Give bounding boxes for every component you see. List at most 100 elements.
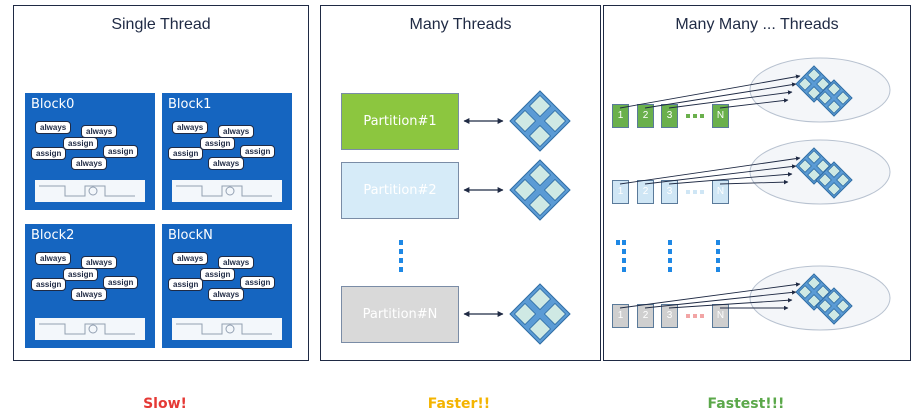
- ellipsis-dot: [716, 240, 720, 245]
- thread-arrow: [619, 282, 801, 309]
- always-pill: always: [81, 256, 118, 269]
- ellipsis-dot: [668, 240, 672, 245]
- thread-box: 3: [661, 304, 678, 328]
- assign-pill: assign: [200, 268, 236, 281]
- many-many-threads-title: Many Many ... Threads: [675, 16, 839, 33]
- thread-box-label: 2: [642, 110, 649, 121]
- thread-arrow: [719, 179, 789, 185]
- ellipsis-dot: [399, 240, 403, 245]
- ellipsis-dot: [622, 258, 626, 263]
- row-ellipsis-dot: [700, 190, 704, 194]
- cloud-diamond-cell: [827, 100, 841, 114]
- cloud-diamond-cell: [807, 294, 821, 308]
- thread-box: 1: [612, 180, 629, 204]
- thread-box: N: [712, 180, 729, 204]
- row-ellipsis-dot: [686, 314, 690, 318]
- partition-diamond: [509, 90, 571, 152]
- partition-diamond-cell: [543, 178, 567, 202]
- cloud-diamond-cell: [807, 168, 821, 182]
- always-pill: always: [172, 252, 209, 265]
- cloud-diamond-cell: [827, 164, 841, 178]
- ellipsis-dot: [668, 258, 672, 263]
- thread-box: 3: [661, 180, 678, 204]
- block-title: Block0: [31, 97, 75, 112]
- thread-arrow: [644, 82, 797, 109]
- ellipsis-dot: [622, 240, 626, 245]
- row-ellipsis-dot: [700, 114, 704, 118]
- ellipsis-dot: [399, 249, 403, 254]
- cloud-diamond-cell: [807, 276, 821, 290]
- always-pill: always: [218, 125, 255, 138]
- ellipsis-dot: [716, 267, 720, 272]
- thread-box-label: 1: [617, 186, 624, 197]
- partition-diamond-cell: [528, 287, 552, 311]
- thread-box-label: N: [716, 110, 725, 121]
- assign-pill: assign: [103, 145, 139, 158]
- block-title: Block2: [31, 228, 75, 243]
- partition-diamond-cell: [543, 302, 567, 326]
- thread-box-label: 3: [666, 110, 673, 121]
- row-ellipsis-dot: [693, 114, 697, 118]
- thread-arrow: [619, 74, 801, 109]
- assign-pill: assign: [31, 278, 67, 291]
- thread-box-label: 1: [617, 310, 624, 321]
- ellipsis-dot: [622, 249, 626, 254]
- row-ellipsis-dot: [693, 190, 697, 194]
- partition-diamond-cell: [513, 109, 537, 133]
- partition-2: Partition#2: [341, 162, 459, 219]
- partition-1-label: Partition#1: [363, 114, 437, 129]
- thread-box-label: 2: [642, 186, 649, 197]
- partition-diamond-cell: [528, 124, 552, 148]
- assign-pill: assign: [31, 147, 67, 160]
- always-pill: always: [71, 288, 108, 301]
- cloud-diamond-cell: [827, 82, 841, 96]
- cloud-diamond-cell: [807, 150, 821, 164]
- row-ellipsis-dot: [686, 114, 690, 118]
- assign-pill: assign: [63, 137, 99, 150]
- thread-arrow: [644, 164, 797, 185]
- always-pill: always: [172, 121, 209, 134]
- thread-box: 2: [637, 104, 654, 128]
- partition-diamond-cell: [513, 302, 537, 326]
- assign-pill: assign: [103, 276, 139, 289]
- partition-n: Partition#N: [341, 286, 459, 343]
- thread-arrow: [668, 172, 793, 185]
- assign-pill: assign: [200, 137, 236, 150]
- assign-pill: assign: [63, 268, 99, 281]
- always-pill: always: [35, 121, 72, 134]
- assign-pill: assign: [168, 147, 204, 160]
- ellipsis-dot: [616, 240, 620, 245]
- cloud-diamond-cell: [827, 290, 841, 304]
- thread-arrow: [668, 298, 793, 309]
- thread-box-label: N: [716, 186, 725, 197]
- cloud-diamond-cell: [818, 91, 832, 105]
- many-threads-title: Many Threads: [409, 16, 512, 33]
- partition-1: Partition#1: [341, 93, 459, 150]
- schematic-image: [35, 180, 145, 202]
- partition-diamond-cell: [513, 178, 537, 202]
- thread-box-label: 2: [642, 310, 649, 321]
- single-thread-title: Single Thread: [111, 16, 211, 33]
- cloud-diamond-cell: [836, 173, 850, 187]
- always-pill: always: [71, 157, 108, 170]
- cloud-diamond: [815, 287, 853, 325]
- thread-box-label: N: [716, 310, 725, 321]
- thread-box-label: 1: [617, 110, 624, 121]
- assign-pill: assign: [240, 276, 276, 289]
- thread-box: 1: [612, 304, 629, 328]
- cloud-diamond-cell: [836, 91, 850, 105]
- partition-diamond: [509, 283, 571, 345]
- assign-pill: assign: [240, 145, 276, 158]
- schematic-image: [35, 318, 145, 340]
- schematic-image: [172, 180, 282, 202]
- always-pill: always: [35, 252, 72, 265]
- ellipsis-dot: [668, 267, 672, 272]
- cloud-diamond-cell: [798, 77, 812, 91]
- thread-arrow: [719, 98, 789, 109]
- cloud-diamond: [815, 79, 853, 117]
